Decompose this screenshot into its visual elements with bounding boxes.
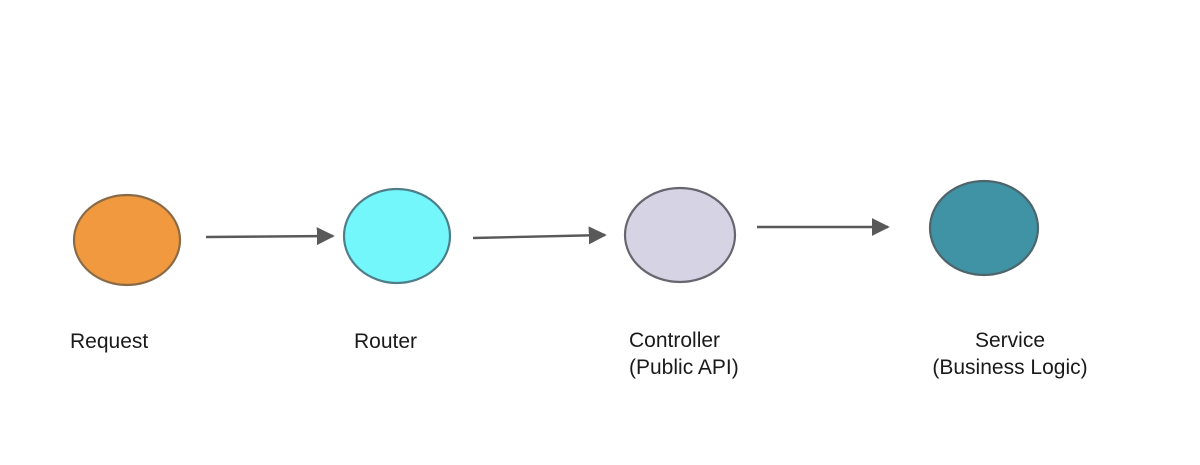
node-controller-circle: [623, 186, 737, 284]
node-router-circle: [342, 187, 452, 285]
node-controller-label: Controller(Public API): [629, 329, 739, 379]
node-request-label: Request: [70, 330, 148, 353]
node-service-circle: [928, 179, 1040, 277]
node-request-circle: [72, 193, 182, 287]
arrow-router-to-controller: [472, 226, 607, 245]
arrow-request-to-router: [205, 227, 335, 246]
node-router-label: Router: [354, 330, 417, 353]
node-service-label: Service(Business Logic): [932, 329, 1087, 379]
